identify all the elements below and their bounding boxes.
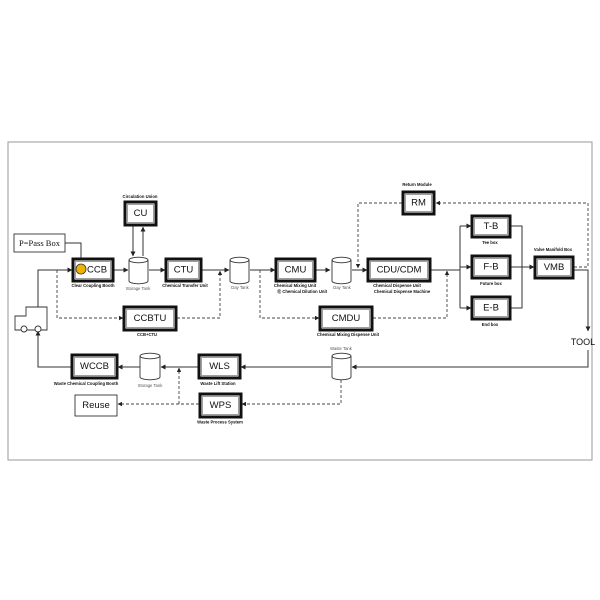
cdm-label: Chemical Dispense Machine <box>374 289 431 294</box>
storage-tank-2: Storage Tank <box>138 352 164 388</box>
fb-name: F-B <box>483 262 498 273</box>
ccbtu-label: CCB+CTU <box>137 332 157 337</box>
cmdu-name: CMDU <box>332 313 361 324</box>
cdu-name: CDU/CDM <box>377 265 422 276</box>
unit-wccb: WCCB Waste Chemical Coupling Booth <box>54 353 119 386</box>
wps-name: WPS <box>210 400 232 411</box>
fb-label: Future box <box>480 281 502 286</box>
waste-tank-label: Waste Tank <box>330 346 353 351</box>
cmu-label: Chemical Mixing Unit <box>274 283 317 288</box>
cmu-label-alt: ⑪ Chemical Dilution Unit <box>277 288 328 295</box>
wls-name: WLS <box>209 361 230 372</box>
pass-box: P=Pass Box <box>13 233 66 253</box>
storage-tank-2-label: Storage Tank <box>138 383 164 388</box>
eb-label: End box <box>482 322 499 327</box>
tool-label: TOOL <box>571 337 595 347</box>
waste-tank: Waste Tank <box>330 346 353 381</box>
cu-label: Circulation Union <box>123 194 158 199</box>
unit-cmdu: CMDU Chemical Mixing Dispense Unit <box>317 305 380 337</box>
wps-label: Waste Process System <box>197 420 243 425</box>
vmb-name: VMB <box>544 262 565 273</box>
connectors <box>35 200 591 407</box>
ctu-name: CTU <box>174 265 194 276</box>
unit-cmu: CMU Chemical Mixing Unit ⑪ Chemical Dilu… <box>274 257 328 295</box>
tb-name: T-B <box>484 221 499 232</box>
unit-wls: WLS Waste Lift Station <box>197 353 242 386</box>
rm-name: RM <box>411 198 426 209</box>
unit-eb: E-B End box <box>470 295 512 327</box>
vmb-label: Valve Manifold Box <box>534 247 573 252</box>
ccb-label: Clear Coupling Booth <box>71 283 114 288</box>
unit-cdu-cdm: CDU/CDM Chemical Dispense Unit Chemical … <box>366 257 432 294</box>
eb-name: E-B <box>483 303 499 314</box>
truck-icon <box>14 306 48 333</box>
tb-label: Tee box <box>482 240 498 245</box>
day-tank-1: Day Tank <box>229 256 250 290</box>
wccb-label: Waste Chemical Coupling Booth <box>54 381 119 386</box>
cmu-name: CMU <box>285 265 307 276</box>
unit-fb: F-B Future box <box>470 254 512 286</box>
cdu-label: Chemical Dispense Unit <box>373 283 421 288</box>
rm-label: Return Module <box>402 182 432 187</box>
unit-ccbtu: CCBTU CCB+CTU <box>122 305 178 337</box>
storage-tank-1: Storage Tank <box>126 256 152 291</box>
ccb-name: CCB <box>87 265 107 276</box>
unit-ctu: CTU Chemical Transfer Unit <box>162 257 208 288</box>
cu-name: CU <box>134 208 148 219</box>
wccb-name: WCCB <box>80 361 109 372</box>
sensor-icon <box>75 263 87 275</box>
storage-tank-1-label: Storage Tank <box>126 286 152 291</box>
day-tank-2-label: Day Tank <box>333 285 351 290</box>
day-tank-1-label: Day Tank <box>231 285 249 290</box>
cmdu-label: Chemical Mixing Dispense Unit <box>317 332 380 337</box>
unit-wps: WPS Waste Process System <box>197 392 243 425</box>
unit-ccb: CCB Clear Coupling Booth <box>71 257 115 288</box>
ccbtu-name: CCBTU <box>134 313 167 324</box>
pass-box-label: P=Pass Box <box>19 238 61 248</box>
ctu-label: Chemical Transfer Unit <box>162 283 208 288</box>
unit-vmb: Valve Manifold Box VMB <box>533 247 575 280</box>
unit-rm: Return Module RM <box>401 182 436 216</box>
unit-reuse: Reuse <box>74 394 118 417</box>
wls-label: Waste Lift Station <box>200 381 236 386</box>
unit-tb: T-B Tee box <box>470 214 512 245</box>
day-tank-2: Day Tank <box>331 256 352 290</box>
unit-cu: Circulation Union CU <box>123 194 158 227</box>
reuse-name: Reuse <box>82 400 109 411</box>
